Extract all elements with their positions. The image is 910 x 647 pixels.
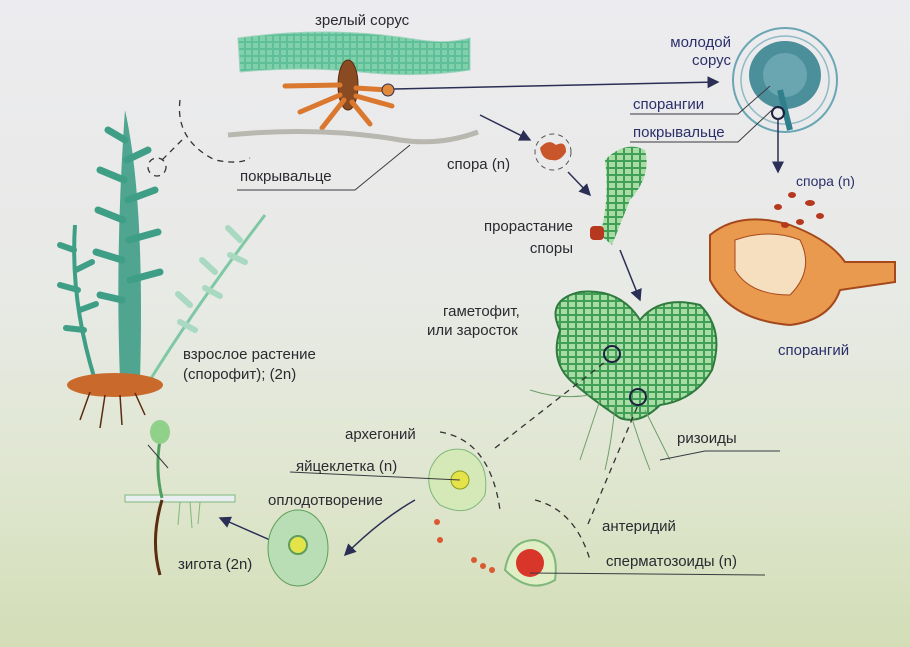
fertilization-drawing <box>267 509 329 587</box>
cycle-arrows <box>218 76 784 557</box>
label-adult-plant-line2: (спорофит); (2n) <box>183 366 297 383</box>
label-fertilization: оплодотворение <box>268 492 383 509</box>
antheridium-drawing <box>503 538 557 587</box>
adult-fern-drawing <box>57 110 267 429</box>
archegonium-drawing <box>428 448 495 573</box>
label-mature-sorus: зрелый сорус <box>315 12 410 29</box>
leader-lines <box>147 85 780 576</box>
germinating-spore-drawing <box>590 146 647 245</box>
label-spore-center: спора (n) <box>447 156 511 173</box>
gametophyte-drawing <box>529 290 718 471</box>
label-gametophyte-line2: или заросток <box>427 322 518 339</box>
sporangium-drawing <box>709 192 896 327</box>
label-spore-right: спора (n) <box>796 173 855 189</box>
label-adult-plant-line1: взрослое растение <box>183 346 316 363</box>
label-egg-cell: яйцеклетка (n) <box>296 458 398 475</box>
label-zygote: зигота (2n) <box>178 556 253 573</box>
label-young-sorus-line2: сорус <box>691 52 731 69</box>
dashed-connectors <box>147 99 639 561</box>
label-spore-germination-line2: споры <box>529 240 573 257</box>
label-gametophyte-line1: гаметофит, <box>443 303 520 320</box>
label-archegonium: архегоний <box>345 426 416 443</box>
spore-highlight-circle <box>534 133 572 171</box>
label-rhizoids: ризоиды <box>677 430 737 447</box>
label-antheridium: антеридий <box>602 518 676 535</box>
label-young-sorus-line1: молодой <box>670 34 731 51</box>
label-indusium-left: покрывальце <box>240 168 332 185</box>
label-sporangium: спорангий <box>778 342 850 359</box>
young-sporophyte-drawing <box>124 420 236 576</box>
label-sporangia: спорангии <box>633 96 705 113</box>
mature-sorus-drawing <box>227 31 479 145</box>
label-sperm-cells: сперматозоиды (n) <box>606 553 737 570</box>
young-sorus-drawing <box>732 27 838 133</box>
label-spore-germination-line1: прорастание <box>483 218 573 235</box>
spore-drawing <box>540 142 566 161</box>
label-indusium-right: покрывальце <box>633 124 725 141</box>
